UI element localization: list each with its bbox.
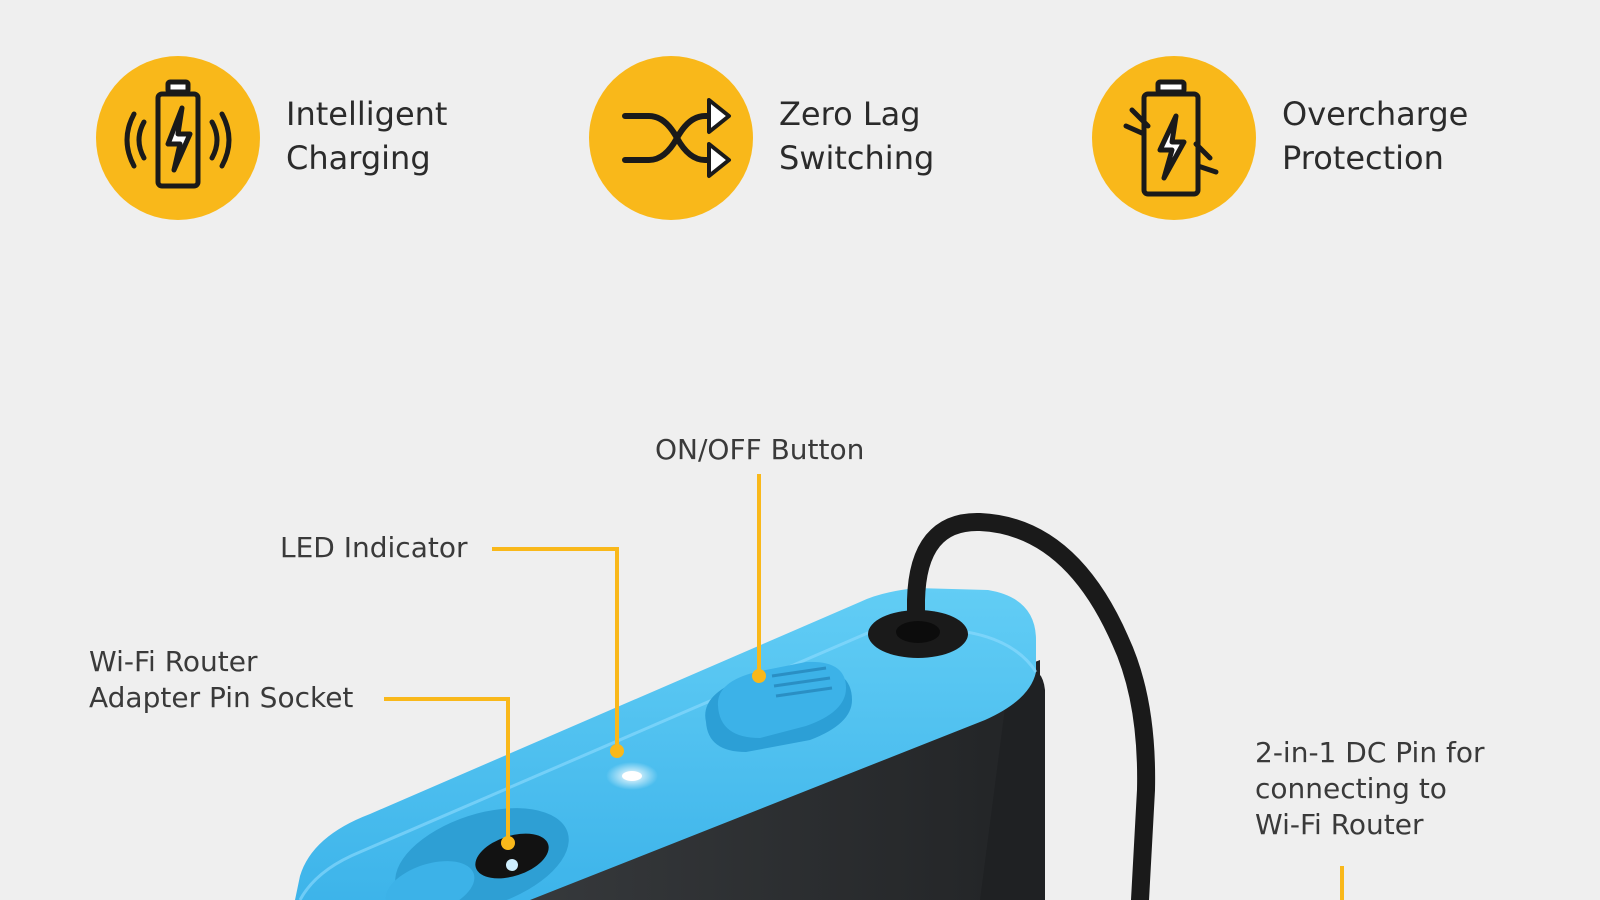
label-line1: Wi-Fi Router: [89, 645, 258, 678]
device-side: [980, 667, 1045, 900]
feature-label-line2: Charging: [286, 139, 431, 177]
callout-dot-socket: [501, 836, 515, 850]
feature-circle: [589, 56, 753, 220]
socket-cover: [385, 861, 475, 900]
label-adapter-pin-socket: Wi-Fi Router Adapter Pin Socket: [89, 644, 353, 716]
label-text: ON/OFF Button: [655, 433, 865, 466]
dc-cable: [907, 512, 1156, 900]
battery-protection-icon: [1123, 79, 1219, 197]
led-indicator: [622, 771, 642, 781]
battery-charging-icon: [124, 79, 232, 189]
label-line2: Adapter Pin Socket: [89, 681, 354, 714]
feature-label-line1: Zero Lag: [779, 95, 921, 133]
label-line1: 2-in-1 DC Pin for: [1255, 736, 1485, 769]
pin-socket: [475, 833, 549, 879]
label-dc-pin: 2-in-1 DC Pin for connecting to Wi-Fi Ro…: [1255, 735, 1484, 843]
feature-circle: [1092, 56, 1256, 220]
feature-circle: [96, 56, 260, 220]
feature-label: Zero Lag Switching: [779, 92, 934, 180]
label-line3: Wi-Fi Router: [1255, 808, 1424, 841]
callout-line-socket: [384, 697, 510, 842]
callout-dot-led: [610, 744, 624, 758]
feature-label-line2: Switching: [779, 139, 935, 177]
shuffle-arrows-icon: [622, 98, 731, 178]
feature-label-line1: Overcharge: [1282, 95, 1469, 133]
label-on-off-button: ON/OFF Button: [655, 432, 864, 468]
label-line2: connecting to: [1255, 772, 1447, 805]
feature-label: Intelligent Charging: [286, 92, 447, 180]
callout-dot-on-off: [752, 669, 766, 683]
label-led-indicator: LED Indicator: [280, 530, 467, 566]
feature-label-line2: Protection: [1282, 139, 1444, 177]
feature-label-line1: Intelligent: [286, 95, 448, 133]
callout-line-led: [492, 547, 619, 751]
feature-label: Overcharge Protection: [1282, 92, 1468, 180]
label-text: LED Indicator: [280, 531, 468, 564]
